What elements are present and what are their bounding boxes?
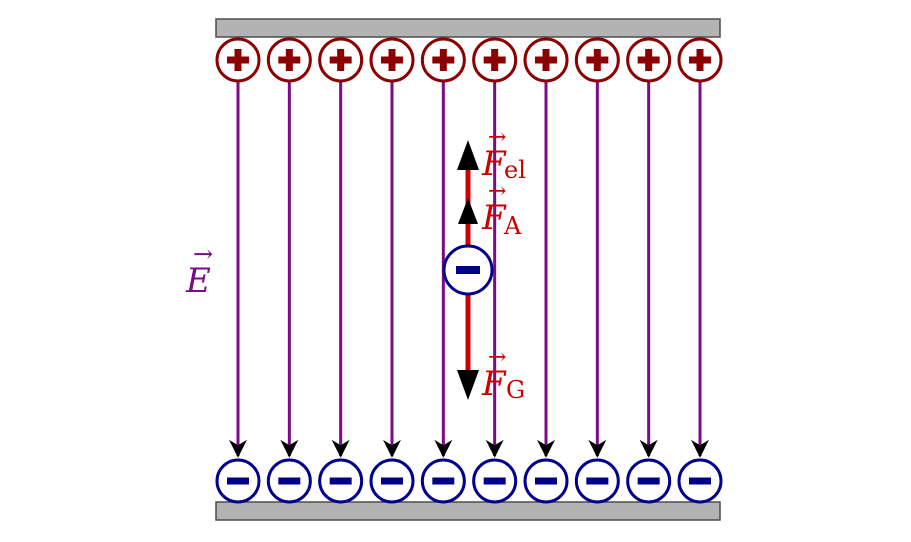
negative-charge [574, 458, 620, 504]
force-el-sub: el [504, 156, 526, 184]
force-G-main: F [481, 364, 507, 404]
force-A-sub: A [503, 212, 522, 240]
particle-minus-sign [456, 266, 480, 274]
field-label: E → [185, 240, 213, 301]
force-G-sub: G [506, 376, 525, 404]
negative-charge [215, 458, 261, 504]
negative-charge [318, 458, 364, 504]
force-label-el: F el → [481, 125, 526, 184]
force-A-arrowhead [458, 198, 478, 224]
negative-charge [266, 458, 312, 504]
force-G-vector-mark: → [488, 345, 506, 370]
negative-charge [369, 458, 415, 504]
positive-charge [215, 37, 261, 83]
force-G-arrowhead [457, 370, 479, 400]
positive-charge [574, 37, 620, 83]
positive-charge [369, 37, 415, 83]
field-label-vector-mark: → [193, 240, 213, 268]
negative-charge [626, 458, 672, 504]
field-label-main: E [185, 261, 211, 301]
force-arrows [457, 140, 479, 400]
positive-charge [626, 37, 672, 83]
force-el-vector-mark: → [488, 125, 506, 150]
top-charges [215, 37, 723, 83]
negative-charge [677, 458, 723, 504]
force-label-G: F G → [481, 345, 525, 404]
top-plate [215, 18, 721, 38]
force-label-A: F A → [481, 179, 522, 240]
force-A-main: F [481, 198, 507, 238]
positive-charge [318, 37, 364, 83]
force-el-arrowhead [457, 140, 479, 170]
force-el-main: F [481, 144, 507, 184]
negative-charge [420, 458, 466, 504]
charged-particle: − [442, 244, 494, 296]
bottom-plate [215, 501, 721, 521]
negative-charge [472, 458, 518, 504]
negative-charge [523, 458, 569, 504]
positive-charge [472, 37, 518, 83]
bottom-charges [215, 458, 723, 504]
force-A-vector-mark: → [488, 179, 506, 204]
positive-charge [420, 37, 466, 83]
positive-charge [677, 37, 723, 83]
positive-charge [523, 37, 569, 83]
positive-charge [266, 37, 312, 83]
